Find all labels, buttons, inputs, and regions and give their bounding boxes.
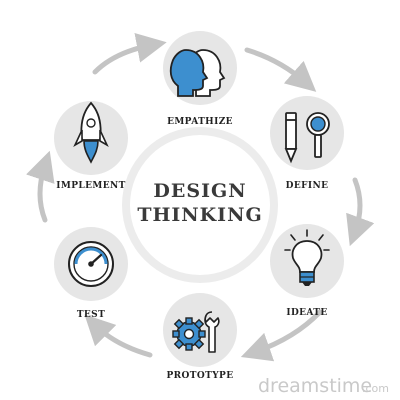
pencil-magnifier-icon [284, 112, 330, 164]
test-label: TEST [76, 310, 106, 320]
title-line-2: THINKING [137, 204, 263, 226]
prototype-label: PROTOTYPE [166, 371, 234, 381]
arrow-test-to-implement [26, 150, 55, 223]
arrow-prototype-to-test [84, 314, 153, 358]
watermark-suffix: .com [362, 382, 389, 395]
gauge-icon [68, 241, 114, 287]
watermark-brand: dreamstime [258, 375, 373, 397]
center-inner-circle [130, 135, 270, 275]
heads-profile-icon [169, 49, 226, 97]
arrow-define-to-ideate [346, 177, 375, 247]
arrow-empathize-to-define [244, 47, 317, 92]
implement-label: IMPLEMENT [56, 181, 126, 191]
arrow-implement-to-empathize [92, 33, 167, 75]
lightbulb-icon [284, 229, 330, 286]
rocket-icon [73, 101, 109, 164]
ideate-label: IDEATE [286, 308, 328, 318]
define-label: DEFINE [285, 181, 329, 191]
gear-wrench-icon [172, 311, 220, 353]
empathize-label: EMPATHIZE [167, 117, 233, 127]
cycle-arrows [26, 33, 375, 362]
arrow-ideate-to-prototype [240, 309, 323, 362]
title-line-1: DESIGN [153, 180, 247, 202]
define-circle [270, 96, 344, 170]
